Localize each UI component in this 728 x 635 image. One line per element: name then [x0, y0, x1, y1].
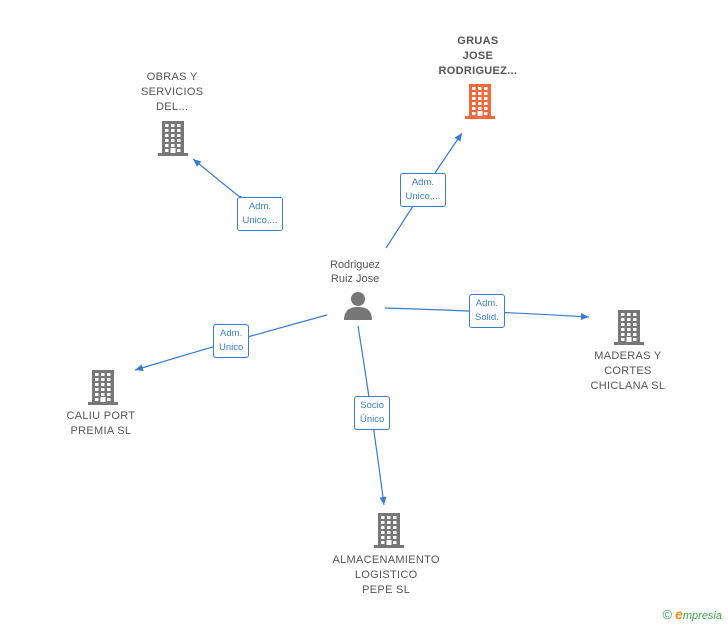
company-label-maderas-line: CORTES [604, 365, 652, 377]
building-icon [88, 370, 118, 405]
relation-label-line: Unico [219, 342, 244, 353]
relation-label-line: Adm. [220, 328, 243, 339]
company-label-almacen-line: PEPE SL [362, 584, 411, 596]
relation-label-maderas[interactable]: Adm. Solid. [469, 294, 505, 328]
arrowhead-almacen [379, 496, 387, 505]
copyright-symbol: © [662, 607, 673, 622]
company-node-gruas[interactable] [463, 82, 497, 125]
company-label-almacen-line: ALMACENAMIENTO [332, 554, 440, 566]
company-node-caliu[interactable] [86, 368, 120, 411]
relation-label-line: Unico,... [405, 191, 441, 202]
company-label-gruas[interactable]: GRUAS JOSE RODRIGUEZ... [439, 34, 518, 79]
company-node-obras[interactable] [156, 119, 190, 162]
brand-logo: ©empresia [662, 606, 722, 622]
center-person-name-line: Rodriguez [330, 259, 381, 271]
relation-label-line: Adm. [411, 177, 435, 188]
company-label-maderas-line: CHICLANA SL [590, 380, 666, 392]
company-label-obras[interactable]: OBRAS Y SERVICIOS DEL... [141, 70, 203, 115]
brand-initial: e [675, 606, 683, 622]
building-icon [614, 310, 644, 345]
relation-label-line: Solid. [475, 312, 499, 323]
building-icon [374, 513, 404, 548]
arrowhead-caliu [135, 364, 144, 372]
relation-label-line: Único [360, 414, 385, 425]
relation-label-gruas[interactable]: Adm. Unico,... [399, 173, 447, 207]
relation-label-line: Adm. [248, 201, 272, 212]
building-icon [158, 121, 188, 156]
company-label-caliu-line: CALIU PORT [66, 410, 136, 422]
brand-name: mpresia [682, 610, 722, 622]
company-node-maderas[interactable] [612, 308, 646, 351]
relation-label-line: Socio [360, 400, 385, 411]
company-label-almacen[interactable]: ALMACENAMIENTO LOGISTICO PEPE SL [333, 553, 440, 598]
edge-obras [192, 158, 246, 201]
center-person[interactable] [342, 290, 374, 327]
building-icon [465, 84, 495, 119]
arrowhead-gruas [454, 133, 462, 142]
company-label-obras-line: OBRAS Y [146, 71, 198, 83]
company-node-almacen[interactable] [372, 511, 406, 554]
company-label-caliu-line: PREMIA SL [70, 425, 132, 437]
relation-label-line: Adm. [475, 298, 498, 309]
center-person-name-line: Ruiz Jose [330, 273, 380, 285]
arrowhead-maderas [580, 313, 589, 321]
arrowhead-obras [193, 159, 202, 167]
company-label-caliu[interactable]: CALIU PORT PREMIA SL [67, 409, 136, 439]
company-label-obras-line: DEL... [156, 101, 189, 113]
company-label-almacen-line: LOGISTICO [354, 569, 418, 581]
company-label-gruas-line: JOSE [462, 50, 494, 62]
company-label-gruas-line: RODRIGUEZ... [438, 65, 518, 77]
company-label-obras-line: SERVICIOS [141, 86, 204, 98]
company-label-maderas-line: MADERAS Y [594, 350, 662, 362]
relation-label-obras[interactable]: Adm. Unico,... [236, 197, 284, 231]
company-label-maderas[interactable]: MADERAS Y CORTES CHICLANA SL [591, 349, 666, 394]
relation-label-line: Unico,... [242, 215, 278, 226]
person-icon [344, 292, 372, 320]
company-label-gruas-line: GRUAS [457, 35, 499, 47]
relation-label-caliu[interactable]: Adm. Unico [213, 324, 250, 358]
